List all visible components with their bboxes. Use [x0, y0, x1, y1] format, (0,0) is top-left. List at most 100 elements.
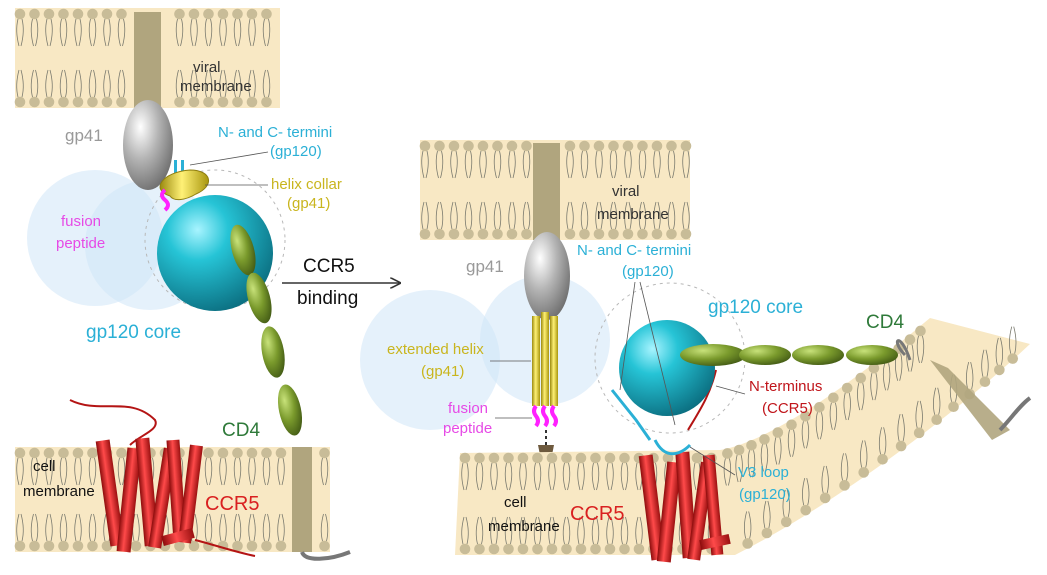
left-ccr5-cterm: [194, 539, 256, 557]
lcmLipids-lipid-top-16-tail: [248, 457, 256, 486]
rcm-curve-bottom-22-tail: [821, 465, 829, 494]
rcm-curve-top-19-head: [733, 444, 745, 456]
lcmLipids-lipid-bottom-5-head: [87, 540, 98, 552]
lcmLipids-lipid-bottom-15-head: [232, 540, 243, 552]
lcmLipids-lipid-top-14-head: [217, 447, 229, 459]
right-termini-label-line2: (gp120): [622, 263, 674, 280]
right-extended-helix-rod-1: [532, 316, 540, 406]
right-cd4-domain-1: [680, 344, 746, 366]
rvmLipids-lipid-bottom-14-head: [651, 228, 663, 240]
rvmLipids-lipid-top-16-tail: [682, 150, 690, 179]
lvmLipids-lipid-bottom-8-tail: [175, 69, 184, 98]
lvmLipids-lipid-top-12-tail: [233, 18, 242, 47]
right-v3-loop-leader: [689, 446, 736, 476]
left-fusion-peptide-label-line2: peptide: [56, 235, 105, 252]
rvmLipids-lipid-top-9-head: [579, 140, 590, 152]
lvmLipids-lipid-bottom-0-tail: [16, 69, 24, 98]
rvmLipids-lipid-bottom-3-head: [463, 228, 474, 240]
lvmLipids-lipid-bottom-11-head: [217, 96, 229, 108]
rcm-curve-bottom-26-head: [895, 440, 907, 452]
rvmLipids-lipid-bottom-13-head: [637, 228, 648, 240]
lvmLipids-lipid-top-7-head: [116, 8, 127, 20]
rcm-lipid-bottom-9-head: [590, 543, 601, 555]
lcmLipids-lipid-bottom-5-tail: [88, 513, 97, 542]
rcm-curve-top-18-head: [722, 448, 733, 459]
rcm-lipid-top-0-head: [459, 452, 471, 464]
rcm-curve-bottom-21-tail: [802, 478, 810, 506]
right-v3-loop-label-line2: (gp120): [739, 486, 791, 503]
lcmLipids-lipid-top-5-head: [87, 447, 98, 459]
lcmLipids-lipid-bottom-14-tail: [219, 513, 227, 542]
lcmLipids-lipid-bottom-2-tail: [45, 513, 53, 542]
rcm-lipid-bottom-7-head: [561, 543, 572, 555]
rcm-curve-bottom-28-head: [931, 414, 942, 426]
rcm-lipid-bottom-1-tail: [475, 516, 484, 545]
lvmLipids-lipid-top-3-tail: [59, 18, 68, 47]
right-ccr5-helix-8: [699, 533, 731, 551]
rvmLipids-lipid-top-13-tail: [638, 150, 647, 179]
left-termini-label-line2: (gp120): [270, 143, 322, 160]
left-cd4-label: CD4: [222, 420, 260, 441]
lcmLipids-lipid-bottom-1-tail: [30, 513, 39, 542]
left-termini-label-line1: N- and C- termini: [218, 124, 332, 141]
rcm-curve-bottom-19-head: [761, 527, 773, 539]
right-ccr5-helix-2: [656, 461, 682, 563]
rvmLipids-lipid-top-8-tail: [566, 150, 574, 179]
right-fusion-peptide-label-line1: fusion: [448, 400, 488, 417]
right-fusion-peptide-label-line2: peptide: [443, 420, 492, 437]
lvmLipids-lipid-bottom-13-tail: [248, 69, 256, 98]
right-extended-helix-label-line2: (gp41): [421, 363, 464, 380]
left-panel: viral membrane gp41: [14, 8, 351, 561]
rcm-curve-top-25-head: [814, 401, 825, 413]
lvmLipids-lipid-top-2-head: [43, 8, 55, 20]
lvmLipids-lipid-top-0-head: [14, 8, 26, 20]
rvmLipids-lipid-top-14-head: [651, 140, 663, 152]
rcm-curve-bottom-22-head: [819, 492, 831, 504]
lcmLipids-lipid-top-0-head: [14, 447, 26, 459]
rcm-curve-bottom-32-tail: [995, 337, 1004, 366]
left-gp41-label: gp41: [65, 126, 103, 145]
lvmLipids-lipid-top-1-tail: [30, 18, 39, 47]
lvmLipids-lipid-top-10-tail: [204, 18, 213, 47]
transition-arrow: CCR5 binding: [282, 256, 400, 309]
rcm-lipid-bottom-4-head: [517, 543, 529, 555]
lvmLipids-lipid-top-13-tail: [248, 18, 256, 47]
lcmLipids-lipid-bottom-17-head: [261, 540, 272, 552]
rcm-lipid-top-8-head: [575, 452, 587, 464]
rvmLipids-lipid-top-7-head: [521, 140, 532, 152]
rcm-curve-bottom-33-tail: [1009, 326, 1017, 354]
rvmLipids-lipid-bottom-10-tail: [595, 201, 603, 230]
rcm-curve-bottom-18-head: [742, 538, 753, 549]
lcmLipids-lipid-bottom-16-head: [246, 540, 258, 552]
rcm-lipid-top-7-head: [561, 452, 572, 464]
right-extended-helix-label-line1: extended helix: [387, 341, 484, 358]
lvmLipids-lipid-top-4-tail: [74, 18, 82, 47]
right-viral-tm-helix: [533, 143, 560, 240]
lvmLipids-lipid-top-12-head: [232, 8, 243, 20]
rcm-curve-bottom-25-tail: [878, 427, 887, 455]
rvmLipids-lipid-bottom-10-head: [593, 228, 605, 240]
rcm-curve-top-32-head: [904, 334, 916, 345]
rvmLipids-lipid-bottom-0-tail: [421, 201, 429, 230]
rvmLipids-lipid-top-10-head: [593, 140, 605, 152]
rcm-lipid-top-11-tail: [620, 462, 629, 491]
lvmLipids-lipid-bottom-0-head: [14, 96, 26, 108]
lvmLipids-lipid-top-6-head: [101, 8, 113, 20]
left-ccr5-helix-8: [161, 528, 195, 546]
lvmLipids-lipid-top-14-tail: [262, 18, 271, 47]
left-cell-membrane-label-line2: membrane: [23, 483, 95, 500]
rcm-lipid-bottom-10-head: [604, 543, 616, 555]
right-cd4-domain-3: [792, 345, 844, 365]
rvmLipids-lipid-bottom-16-tail: [682, 201, 690, 230]
rvmLipids-lipid-top-9-tail: [580, 150, 589, 179]
lcmLipids-lipid-top-4-head: [72, 447, 84, 459]
left-helix-collar-label-line1: helix collar: [271, 176, 342, 193]
lcmLipids-lipid-top-15-tail: [233, 457, 242, 486]
rcm-curve-top-26-tail: [829, 402, 838, 430]
rcm-lipid-bottom-8-tail: [577, 516, 585, 545]
rcm-curve-bottom-24-tail: [860, 440, 868, 468]
lvmLipids-lipid-bottom-5-head: [87, 96, 98, 108]
rvmLipids-lipid-bottom-6-head: [506, 228, 518, 240]
rvmLipids-lipid-bottom-11-tail: [609, 201, 618, 230]
